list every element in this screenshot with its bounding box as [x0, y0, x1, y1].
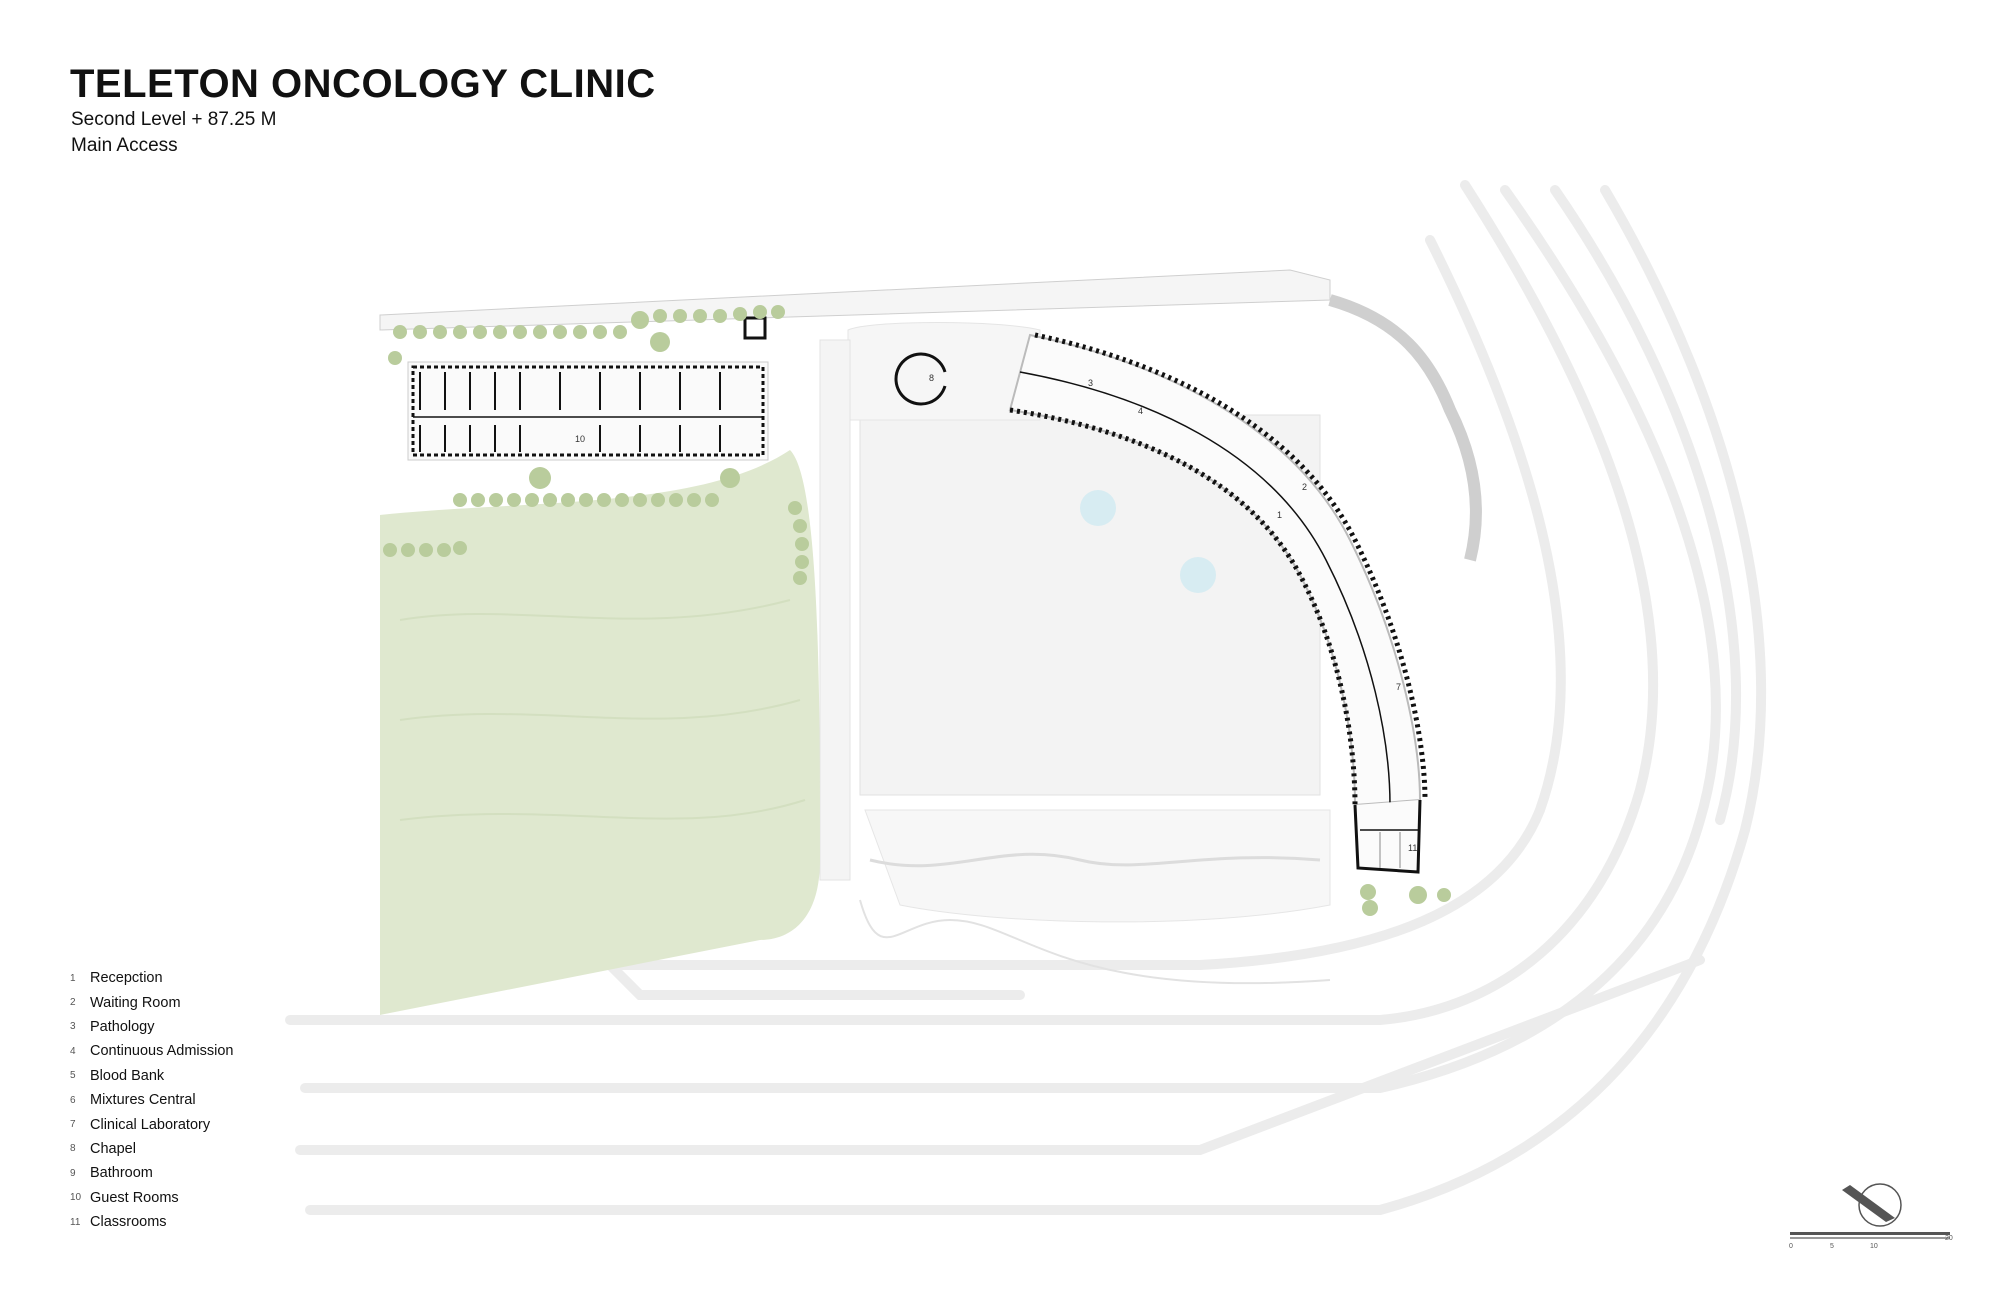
roads [285, 180, 1767, 1215]
legend-number: 2 [70, 997, 76, 1009]
pool-2 [1180, 557, 1216, 593]
legend-number: 3 [70, 1021, 76, 1033]
plan-label-waiting-room: 2 [1302, 482, 1307, 492]
plan-label-classrooms: 11 [1408, 843, 1417, 853]
plan-label-continuous-admission: 4 [1138, 406, 1143, 416]
legend-label: Mixtures Central [90, 1092, 196, 1109]
legend-number: 7 [70, 1119, 76, 1131]
plan-label-chapel: 8 [929, 373, 934, 383]
legend-number: 1 [70, 972, 76, 984]
legend-number: 6 [70, 1094, 76, 1106]
legend-label: Blood Bank [90, 1067, 165, 1084]
legend-label: Pathology [90, 1018, 155, 1035]
scale-tick-0: 0 [1789, 1243, 1793, 1250]
legend-item: 4 Continuous Admission [70, 1039, 233, 1063]
legend-item: 10 Guest Rooms [70, 1186, 233, 1210]
guest-rooms-building [407, 316, 769, 461]
legend-item: 1 Recepction [70, 966, 233, 990]
plan-label-reception: 1 [1277, 510, 1282, 520]
legend-item: 8 Chapel [70, 1137, 233, 1161]
scale-tick-20: 20 [1945, 1235, 1953, 1242]
scale-tick-5: 5 [1830, 1243, 1834, 1250]
legend: 1 Recepction 2 Waiting Room 3 Pathology 4 Co… [70, 966, 233, 1234]
site-boundary [379, 269, 1331, 331]
title-block: TELETON ONCOLOGY CLINIC Second Level + 8… [70, 62, 656, 158]
scale-tick-10: 10 [1870, 1243, 1878, 1250]
legend-label: Continuous Admission [90, 1043, 234, 1060]
plan-labels: 8 10 11 1 2 3 4 7 [575, 373, 1417, 853]
plan-label-pathology: 3 [1088, 378, 1093, 388]
chapel [894, 352, 947, 406]
legend-number: 10 [70, 1192, 82, 1204]
legend-label: Guest Rooms [90, 1189, 179, 1206]
scale-bar: 0 5 10 20 [1789, 1232, 1953, 1250]
legend-number: 4 [70, 1045, 76, 1057]
legend-number: 5 [70, 1070, 76, 1082]
legend-label: Classrooms [90, 1214, 167, 1231]
legend-item: 7 Clinical Laboratory [70, 1112, 233, 1136]
lawn-contour [399, 599, 806, 821]
legend-item: 11 Classrooms [70, 1210, 233, 1234]
north-arrow-icon [1842, 1183, 1902, 1227]
pool-1 [1080, 490, 1116, 526]
trees [383, 305, 1451, 916]
legend-label: Waiting Room [90, 994, 181, 1011]
level-subtitle: Second Level + 87.25 M [71, 109, 277, 130]
legend-item: 6 Mixtures Central [70, 1088, 233, 1112]
legend-number: 8 [70, 1143, 76, 1155]
legend-label: Chapel [90, 1140, 136, 1157]
plan-label-clinical-laboratory: 7 [1396, 682, 1401, 692]
plaza [819, 322, 1331, 985]
plan-label-guest-rooms: 10 [575, 434, 585, 444]
legend-number: 9 [70, 1167, 76, 1179]
main-building [1008, 294, 1482, 874]
legend-item: 5 Blood Bank [70, 1064, 233, 1088]
legend-label: Clinical Laboratory [90, 1116, 211, 1133]
legend-item: 2 Waiting Room [70, 990, 233, 1014]
legend-label: Bathroom [90, 1165, 153, 1182]
access-subtitle: Main Access [71, 135, 178, 156]
page-title: TELETON ONCOLOGY CLINIC [70, 62, 656, 106]
legend-item: 9 Bathroom [70, 1161, 233, 1185]
legend-item: 3 Pathology [70, 1015, 233, 1039]
legend-label: Recepction [90, 970, 163, 987]
lawn [380, 450, 820, 1015]
legend-number: 11 [70, 1216, 81, 1228]
